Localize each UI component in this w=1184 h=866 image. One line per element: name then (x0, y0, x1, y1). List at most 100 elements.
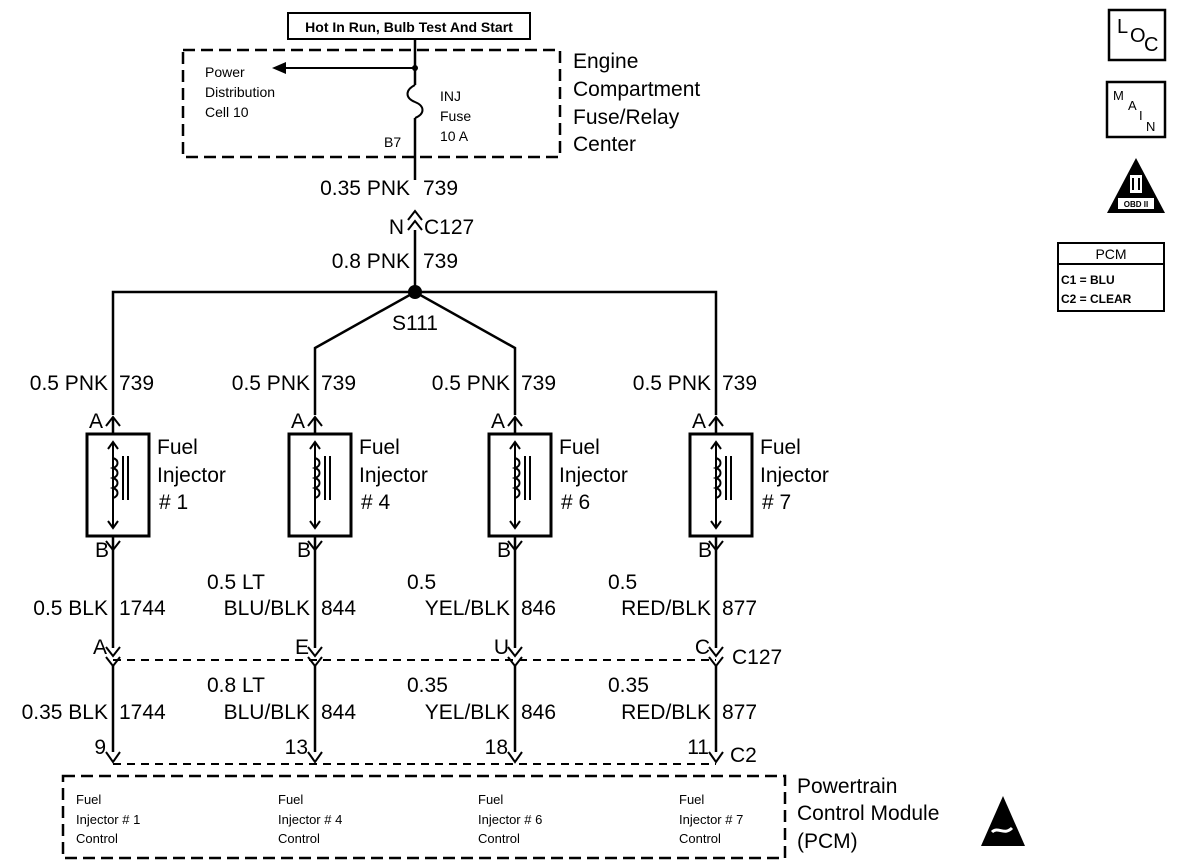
injector-1-pcm-circuit: 1744 (119, 701, 166, 724)
injector-1-top-circuit: 739 (119, 372, 154, 395)
injector-3-top-gauge: 0.5 PNK (432, 372, 510, 395)
pcm-control-2-line3: Control (278, 831, 320, 846)
pcm-box (61, 774, 787, 860)
pcm-control-1-line1: Fuel (76, 792, 101, 807)
c127-connector-icon (307, 646, 323, 668)
injector-2-c127-pin: E (295, 636, 309, 659)
fuse-center-title-1: Engine (573, 50, 638, 73)
injector-3-out-circuit: 846 (521, 597, 556, 620)
injector-4-out-circuit: 877 (722, 597, 757, 620)
injector-4-label-1: Fuel (760, 436, 801, 459)
power-label-line2: Distribution (205, 84, 275, 100)
injector-3-label-1: Fuel (559, 436, 600, 459)
injector-arrow-icon (710, 440, 722, 530)
injector-2-out-circuit: 844 (321, 597, 356, 620)
injector-3-out-gauge-1: 0.5 (407, 571, 436, 594)
c127-connector-icon (105, 646, 121, 668)
main-icon[interactable]: M A I N (1105, 80, 1167, 139)
fuse-icon (406, 84, 424, 119)
fuse-center-title-2: Compartment (573, 78, 700, 101)
injector-4-c127-pin: C (695, 636, 710, 659)
loc-icon[interactable]: L O C (1107, 8, 1167, 62)
pcm-connector-table: PCM C1 = BLU C2 = CLEAR (1057, 242, 1165, 312)
esd-warning-icon (981, 796, 1025, 846)
lower-wire-gauge: 0.8 PNK (332, 250, 410, 273)
obd-ii-label: OBD II (1124, 200, 1148, 209)
pcm-control-4-line2: Injector # 7 (679, 812, 743, 827)
pcm-title-2: Control Module (797, 802, 939, 825)
injector-3-out-gauge-2: YEL/BLK (425, 597, 510, 620)
bus-wire-outer (111, 290, 718, 415)
injector-1-label-3: # 1 (159, 491, 188, 514)
power-label-line1: Power (205, 64, 245, 80)
connector-c127-feed-icon (407, 209, 423, 231)
fuse-label-line2: Fuse (440, 108, 471, 124)
feed-connector-name: C127 (424, 216, 474, 239)
pcm-table-title: PCM (1095, 246, 1126, 262)
injector-4-pcm-circuit: 877 (722, 701, 757, 724)
injector-1-pin-a: A (89, 410, 103, 433)
injector-1-out-gauge: 0.5 BLK (33, 597, 108, 620)
injector-4-top-circuit: 739 (722, 372, 757, 395)
c127-connector-icon (507, 646, 523, 668)
injector-2-label-1: Fuel (359, 436, 400, 459)
injector-1-pcm-pin: 9 (94, 736, 106, 759)
c2-connector-icon (507, 751, 523, 764)
injector-2-label-2: Injector (359, 464, 428, 487)
pcm-control-2-line2: Injector # 4 (278, 812, 342, 827)
upper-wire-gauge: 0.35 PNK (320, 177, 410, 200)
header-box-label: Hot In Run, Bulb Test And Start (305, 19, 513, 35)
pcm-title-1: Powertrain (797, 775, 897, 798)
solenoid-coil-icon (712, 457, 722, 499)
injector-4-pin-b: B (698, 539, 712, 562)
splice-label: S111 (392, 312, 438, 335)
injector-arrow-icon (309, 440, 321, 530)
pcm-control-3-line1: Fuel (478, 792, 503, 807)
injector-2-top-gauge: 0.5 PNK (232, 372, 310, 395)
injector-4-out-gauge-2: RED/BLK (621, 597, 711, 620)
bus-wire-inner (313, 290, 517, 415)
pcm-control-4-line3: Control (679, 831, 721, 846)
main-letter-m: M (1113, 88, 1124, 103)
c2-label: C2 (730, 744, 757, 767)
injector-2-pcm-circuit: 844 (321, 701, 356, 724)
solenoid-coil-icon (109, 457, 119, 499)
c2-connector-icon (708, 751, 724, 764)
solenoid-core-icon (122, 456, 129, 500)
injector-2-out-gauge-2: BLU/BLK (224, 597, 310, 620)
loc-letter-l: L (1117, 16, 1128, 38)
injector-2-pcm-pin: 13 (285, 736, 308, 759)
obd-ii-icon[interactable]: OBD II (1107, 158, 1165, 213)
c127-label: C127 (732, 646, 782, 669)
main-letter-n: N (1146, 119, 1155, 134)
solenoid-core-icon (725, 456, 732, 500)
injector-3-label-2: Injector (559, 464, 628, 487)
injector-2-pin-b: B (297, 539, 311, 562)
injector-3-c127-pin: U (494, 636, 509, 659)
injector-3-pin-a: A (491, 410, 505, 433)
feed-connector-pin: N (389, 216, 404, 239)
terminal-b7: B7 (384, 134, 401, 150)
fuse-label-line3: 10 A (440, 128, 469, 144)
injector-4-pcm-gauge-1: 0.35 (608, 674, 649, 697)
injector-4-label-2: Injector (760, 464, 829, 487)
upper-wire-circuit: 739 (423, 177, 458, 200)
injector-3-pcm-pin: 18 (485, 736, 508, 759)
main-letter-a: A (1128, 98, 1137, 113)
fuse-relay-center: Power Distribution Cell 10 INJ Fuse 10 A… (181, 48, 562, 180)
fuse-center-title-4: Center (573, 133, 636, 156)
solenoid-coil-icon (311, 457, 321, 499)
lower-wire-circuit: 739 (423, 250, 458, 273)
pcm-control-1-line2: Injector # 1 (76, 812, 140, 827)
solenoid-core-icon (324, 456, 331, 500)
pcm-title-3: (PCM) (797, 830, 858, 853)
injector-1-top-gauge: 0.5 PNK (30, 372, 108, 395)
injector-1-pin-b: B (95, 539, 109, 562)
injector-4-out-gauge-1: 0.5 (608, 571, 637, 594)
injector-4-label-3: # 7 (762, 491, 791, 514)
solenoid-coil-icon (511, 457, 521, 499)
